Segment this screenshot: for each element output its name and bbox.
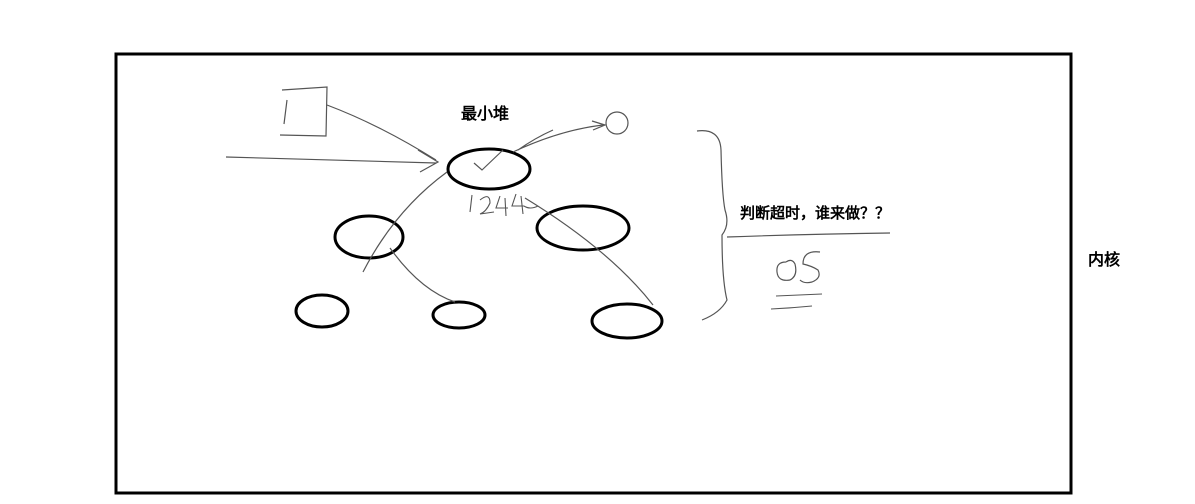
heap-node-root	[446, 147, 532, 191]
os-underline-2	[770, 305, 813, 310]
heap-node-left-right	[431, 300, 487, 330]
heap-title: 最小堆	[461, 104, 510, 123]
curly-brace	[696, 130, 728, 321]
heap-node-left-left	[294, 293, 350, 329]
check-mark	[473, 149, 504, 171]
frame-border	[114, 52, 1073, 495]
edge-root-right	[524, 197, 654, 306]
arrow-left-to-root	[225, 156, 437, 164]
kernel-label: 内核	[1088, 250, 1121, 269]
question-underline	[726, 232, 891, 238]
edge-root-left	[362, 171, 448, 273]
arrow-root-to-circle	[512, 124, 604, 153]
sketch-small-circle	[605, 111, 629, 135]
arrow-square-to-root	[326, 104, 437, 161]
os-underline-1	[775, 293, 823, 297]
edge-left-leftright	[389, 247, 456, 303]
timeout-question: 判断超时，谁来做？？	[740, 204, 891, 222]
heap-node-left	[333, 214, 405, 260]
handwritten-1244	[469, 193, 539, 217]
arrowhead-circle	[591, 120, 607, 131]
handwritten-os	[776, 251, 821, 284]
heap-node-right	[535, 204, 631, 252]
heap-node-right-right	[590, 302, 664, 340]
sketch-square	[279, 86, 328, 137]
arrowhead-root	[417, 149, 440, 173]
